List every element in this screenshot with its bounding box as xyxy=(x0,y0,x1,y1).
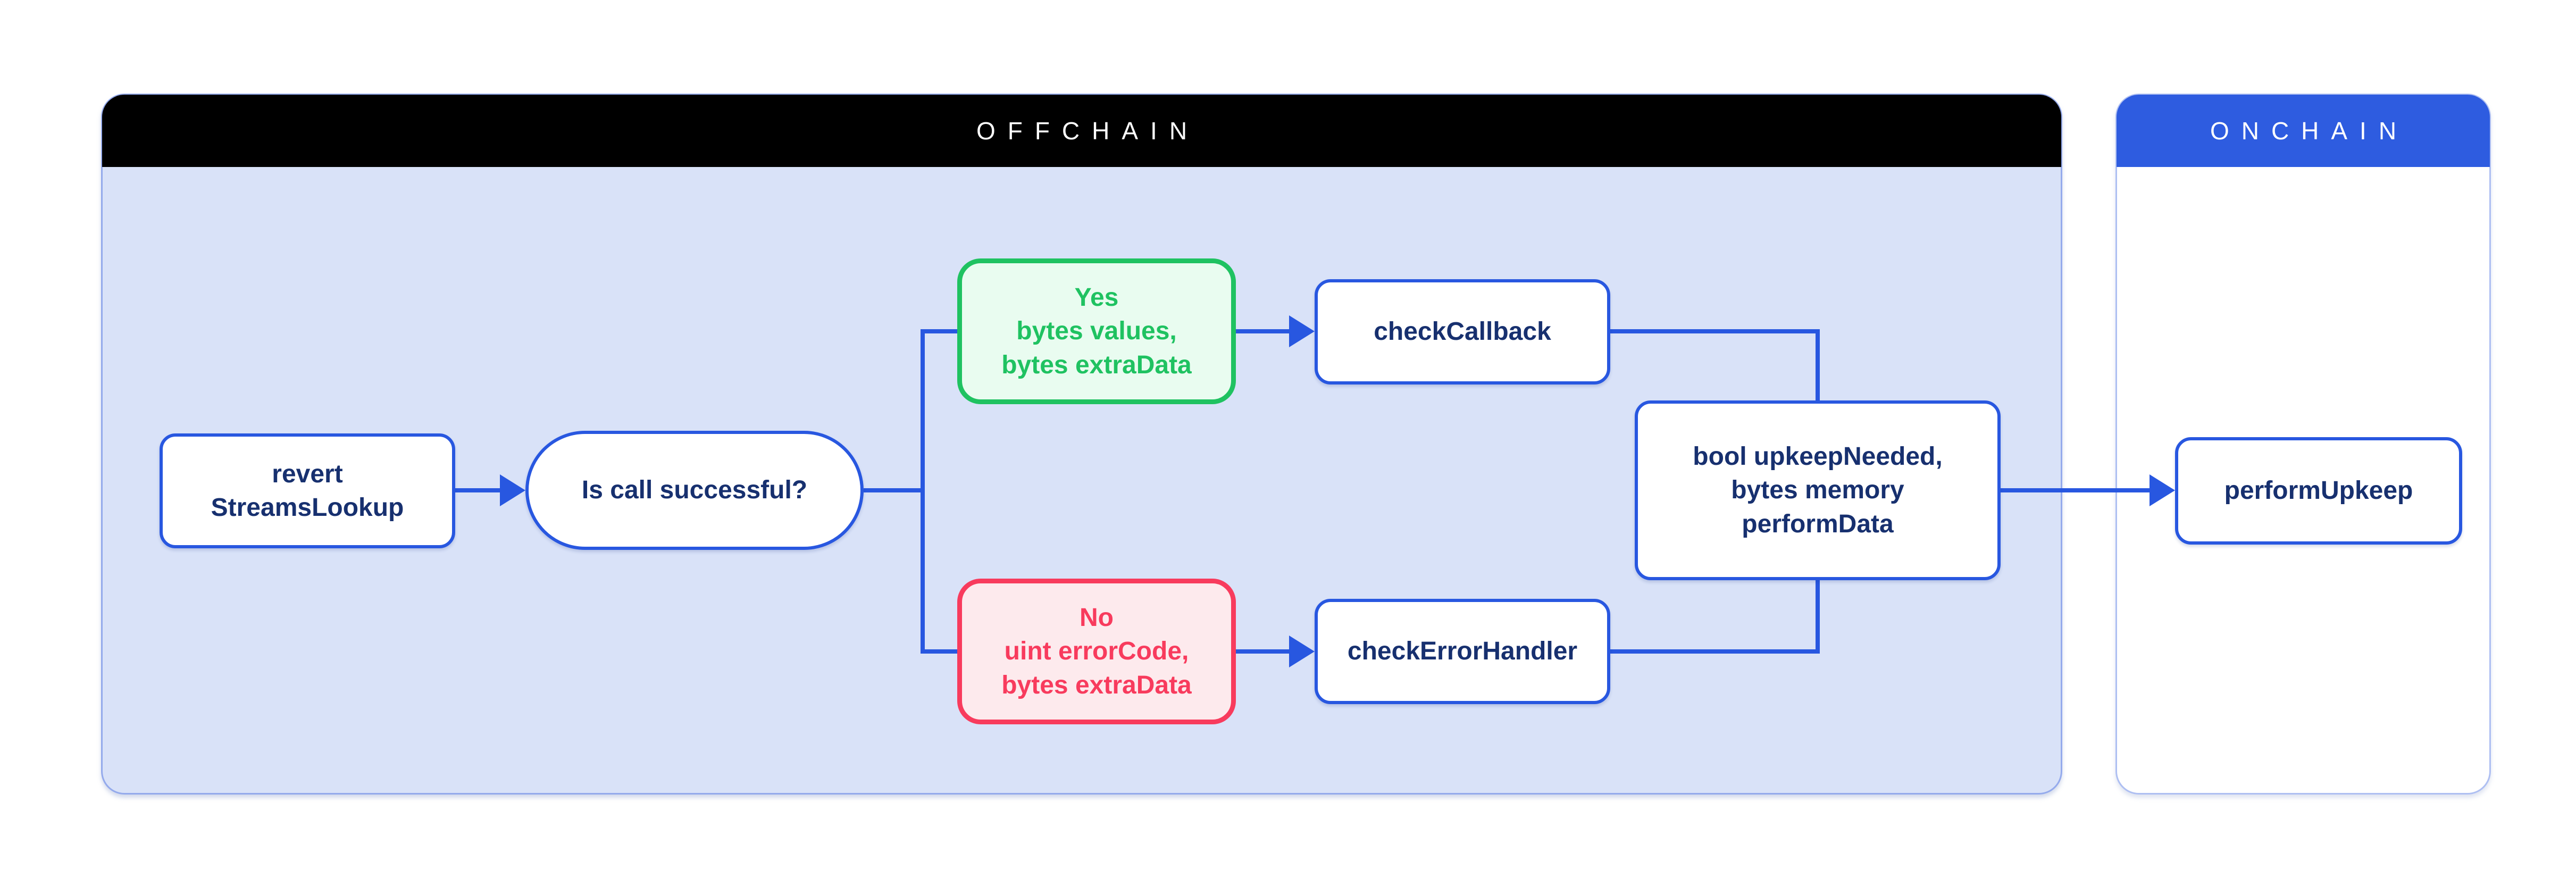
node-line: StreamsLookup xyxy=(211,494,404,522)
node-performupkeep: performUpkeep xyxy=(2175,437,2462,545)
offchain-title: OFFCHAIN xyxy=(976,117,1200,145)
onchain-title: ONCHAIN xyxy=(2210,117,2409,145)
onchain-header: ONCHAIN xyxy=(2117,95,2490,167)
arrowhead-icon xyxy=(1289,636,1315,667)
node-line: bytes extraData xyxy=(1001,350,1192,379)
node-line: bytes values, xyxy=(1016,317,1177,346)
node-line: checkErrorHandler xyxy=(1347,637,1578,666)
connector-split-to-no xyxy=(923,649,957,654)
connector-split-vertical xyxy=(921,329,925,654)
connector-checkcallback-to-performdata xyxy=(1610,329,1820,333)
branch-yes: Yes bytes values, bytes extraData xyxy=(957,258,1236,404)
node-line: Yes xyxy=(1074,283,1119,312)
connector-performdata-to-performupkeep xyxy=(2001,488,2151,492)
connector-decision-to-split xyxy=(864,488,925,492)
offchain-header: OFFCHAIN xyxy=(102,95,2061,167)
connector-checkerrorhandler-elbow xyxy=(1816,578,1820,654)
node-line: bytes memory xyxy=(1731,476,1904,505)
arrowhead-icon xyxy=(500,474,525,506)
node-revert-streamslookup: revert StreamsLookup xyxy=(160,433,455,548)
node-line: No xyxy=(1080,603,1114,632)
node-line: bool upkeepNeeded, xyxy=(1693,442,1943,471)
node-line: checkCallback xyxy=(1374,317,1551,346)
node-checkerrorhandler: checkErrorHandler xyxy=(1315,599,1610,704)
connector-no-to-checkerrorhandler xyxy=(1236,649,1290,654)
branch-no: No uint errorCode, bytes extraData xyxy=(957,579,1236,724)
node-line: revert xyxy=(272,459,343,488)
arrowhead-icon xyxy=(1289,315,1315,347)
node-line: uint errorCode, xyxy=(1004,637,1189,666)
decision-is-call-successful: Is call successful? xyxy=(525,431,864,550)
node-line: bytes extraData xyxy=(1001,671,1192,699)
connector-split-to-yes xyxy=(923,329,957,333)
connector-yes-to-checkcallback xyxy=(1236,329,1290,333)
connector-checkerrorhandler-to-performdata xyxy=(1610,649,1820,654)
node-checkcallback: checkCallback xyxy=(1315,279,1610,385)
arrowhead-icon xyxy=(2150,474,2175,506)
node-line: performData xyxy=(1742,509,1894,538)
connector-checkcallback-elbow xyxy=(1816,329,1820,404)
node-line: Is call successful? xyxy=(581,476,808,505)
node-performdata: bool upkeepNeeded, bytes memory performD… xyxy=(1635,400,2001,580)
connector-revert-to-decision xyxy=(455,488,504,492)
node-line: performUpkeep xyxy=(2224,477,2413,505)
